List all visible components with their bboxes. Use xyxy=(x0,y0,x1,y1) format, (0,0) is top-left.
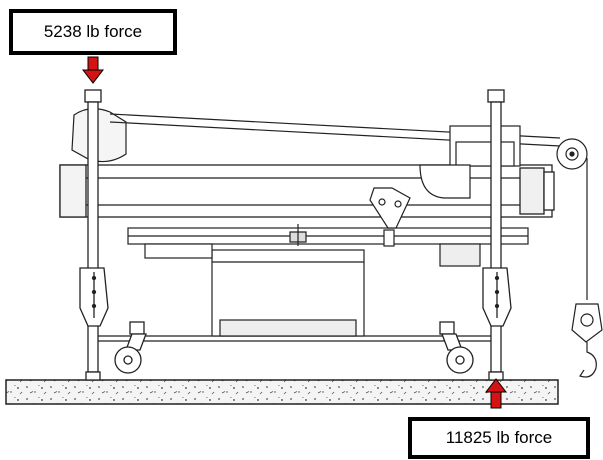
top-force-text: 5238 lb force xyxy=(43,22,143,41)
caster-wheel-left xyxy=(114,321,147,374)
bottom-force-text: 11825 lb force xyxy=(445,428,553,447)
hoist-hook xyxy=(571,158,603,378)
caster-wheel-right xyxy=(439,321,474,374)
upward-force-arrow xyxy=(484,378,508,409)
upper-mechanism xyxy=(71,108,588,247)
base-frame xyxy=(96,249,496,342)
main-beam xyxy=(59,164,555,218)
bottom-force-label: 11825 lb force xyxy=(408,417,590,459)
post-left xyxy=(79,89,109,381)
downward-force-arrow xyxy=(81,56,105,84)
concrete-floor xyxy=(5,379,559,405)
post-right xyxy=(482,89,512,381)
top-force-label: 5238 lb force xyxy=(9,9,177,55)
carriage-rail xyxy=(127,224,529,267)
